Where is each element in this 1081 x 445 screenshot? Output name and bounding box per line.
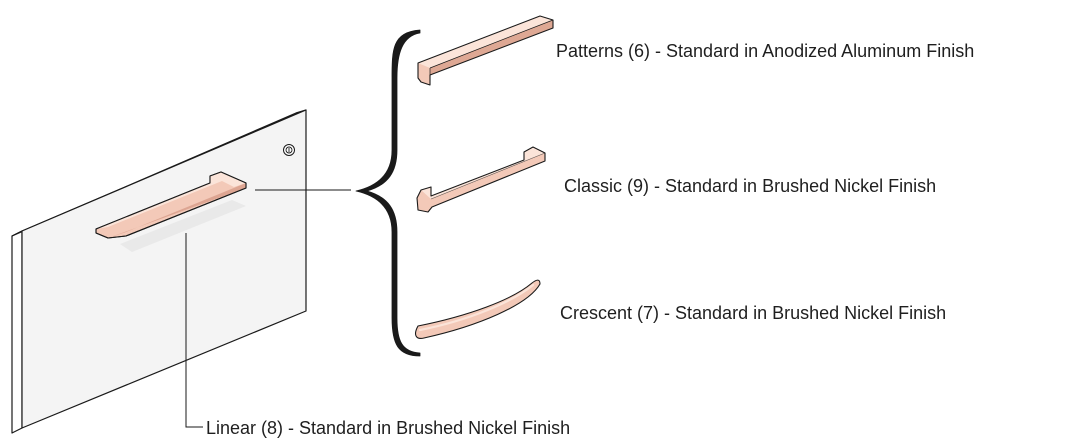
connector-lines: [185, 189, 351, 428]
curly-brace-icon: [355, 29, 421, 357]
door-face: [21, 109, 307, 429]
linear-label: Linear (8) - Standard in Brushed Nickel …: [206, 418, 571, 438]
crescent-handle: [415, 279, 541, 339]
crescent-label: Crescent (7) - Standard in Brushed Nicke…: [560, 303, 947, 323]
linear-handle: [95, 171, 247, 252]
door-edge: [11, 230, 23, 434]
linear-callout-line: [185, 233, 203, 428]
classic-handle: [416, 146, 546, 213]
patterns-label: Patterns (6) - Standard in Anodized Alum…: [556, 41, 975, 61]
classic-label: Classic (9) - Standard in Brushed Nickel…: [564, 176, 937, 196]
cabinet-door: [11, 109, 307, 434]
patterns-handle: [417, 15, 554, 86]
lock-icon: [283, 144, 295, 156]
